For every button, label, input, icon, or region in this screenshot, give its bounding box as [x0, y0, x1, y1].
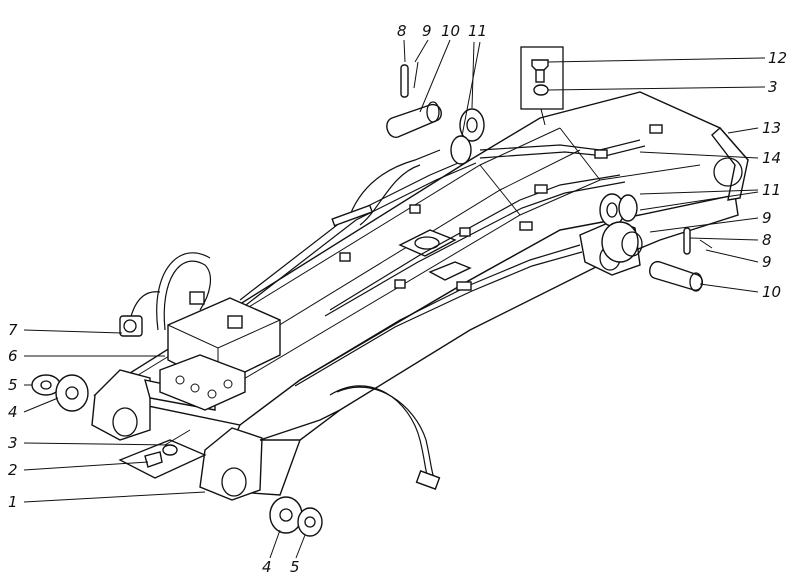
callout-top-3: 10 [441, 22, 460, 40]
pin-axle-right [649, 261, 704, 292]
callout-left-1: 7 [8, 321, 18, 339]
callout-left-7: 1 [8, 493, 18, 511]
callout-bottom-2: 5 [290, 558, 300, 576]
washer-bottom [297, 507, 323, 537]
callout-right-2: 3 [768, 78, 778, 96]
leader-lines [23, 39, 766, 559]
callout-right-4: 14 [762, 149, 781, 167]
callout-right-3: 13 [762, 119, 781, 137]
bushing-rings-right [599, 193, 643, 263]
callout-right-7: 8 [762, 231, 772, 249]
callout-left-5: 3 [8, 434, 18, 452]
callout-left-6: 2 [8, 461, 18, 479]
callout-labels: 7 6 5 4 3 2 1 4 5 8 9 10 11 12 3 13 14 1… [8, 22, 787, 576]
callout-right-5: 11 [762, 181, 781, 199]
callout-right-9: 10 [762, 283, 781, 301]
callout-top-1: 8 [397, 22, 407, 40]
ring-left [55, 374, 89, 412]
pin-axle-top [386, 101, 442, 138]
callout-top-4: 11 [468, 22, 487, 40]
callout-right-8: 9 [762, 253, 772, 271]
ring-bottom [269, 496, 303, 534]
callout-bottom-1: 4 [262, 558, 272, 576]
hydraulic-lines [129, 124, 663, 490]
valve-block [119, 291, 281, 411]
center-mount-plate [398, 229, 472, 281]
callout-left-3: 5 [8, 376, 18, 394]
bolt-washer-inset [520, 46, 564, 126]
callout-left-4: 4 [8, 403, 18, 421]
cotter-pin-right [683, 227, 713, 255]
callout-right-6: 9 [762, 209, 772, 227]
cotter-pin-top [400, 61, 419, 98]
callout-left-2: 6 [8, 347, 18, 365]
bolt-washer-bottom [118, 429, 207, 479]
callout-right-1: 12 [768, 49, 787, 67]
callout-top-2: 9 [422, 22, 432, 40]
